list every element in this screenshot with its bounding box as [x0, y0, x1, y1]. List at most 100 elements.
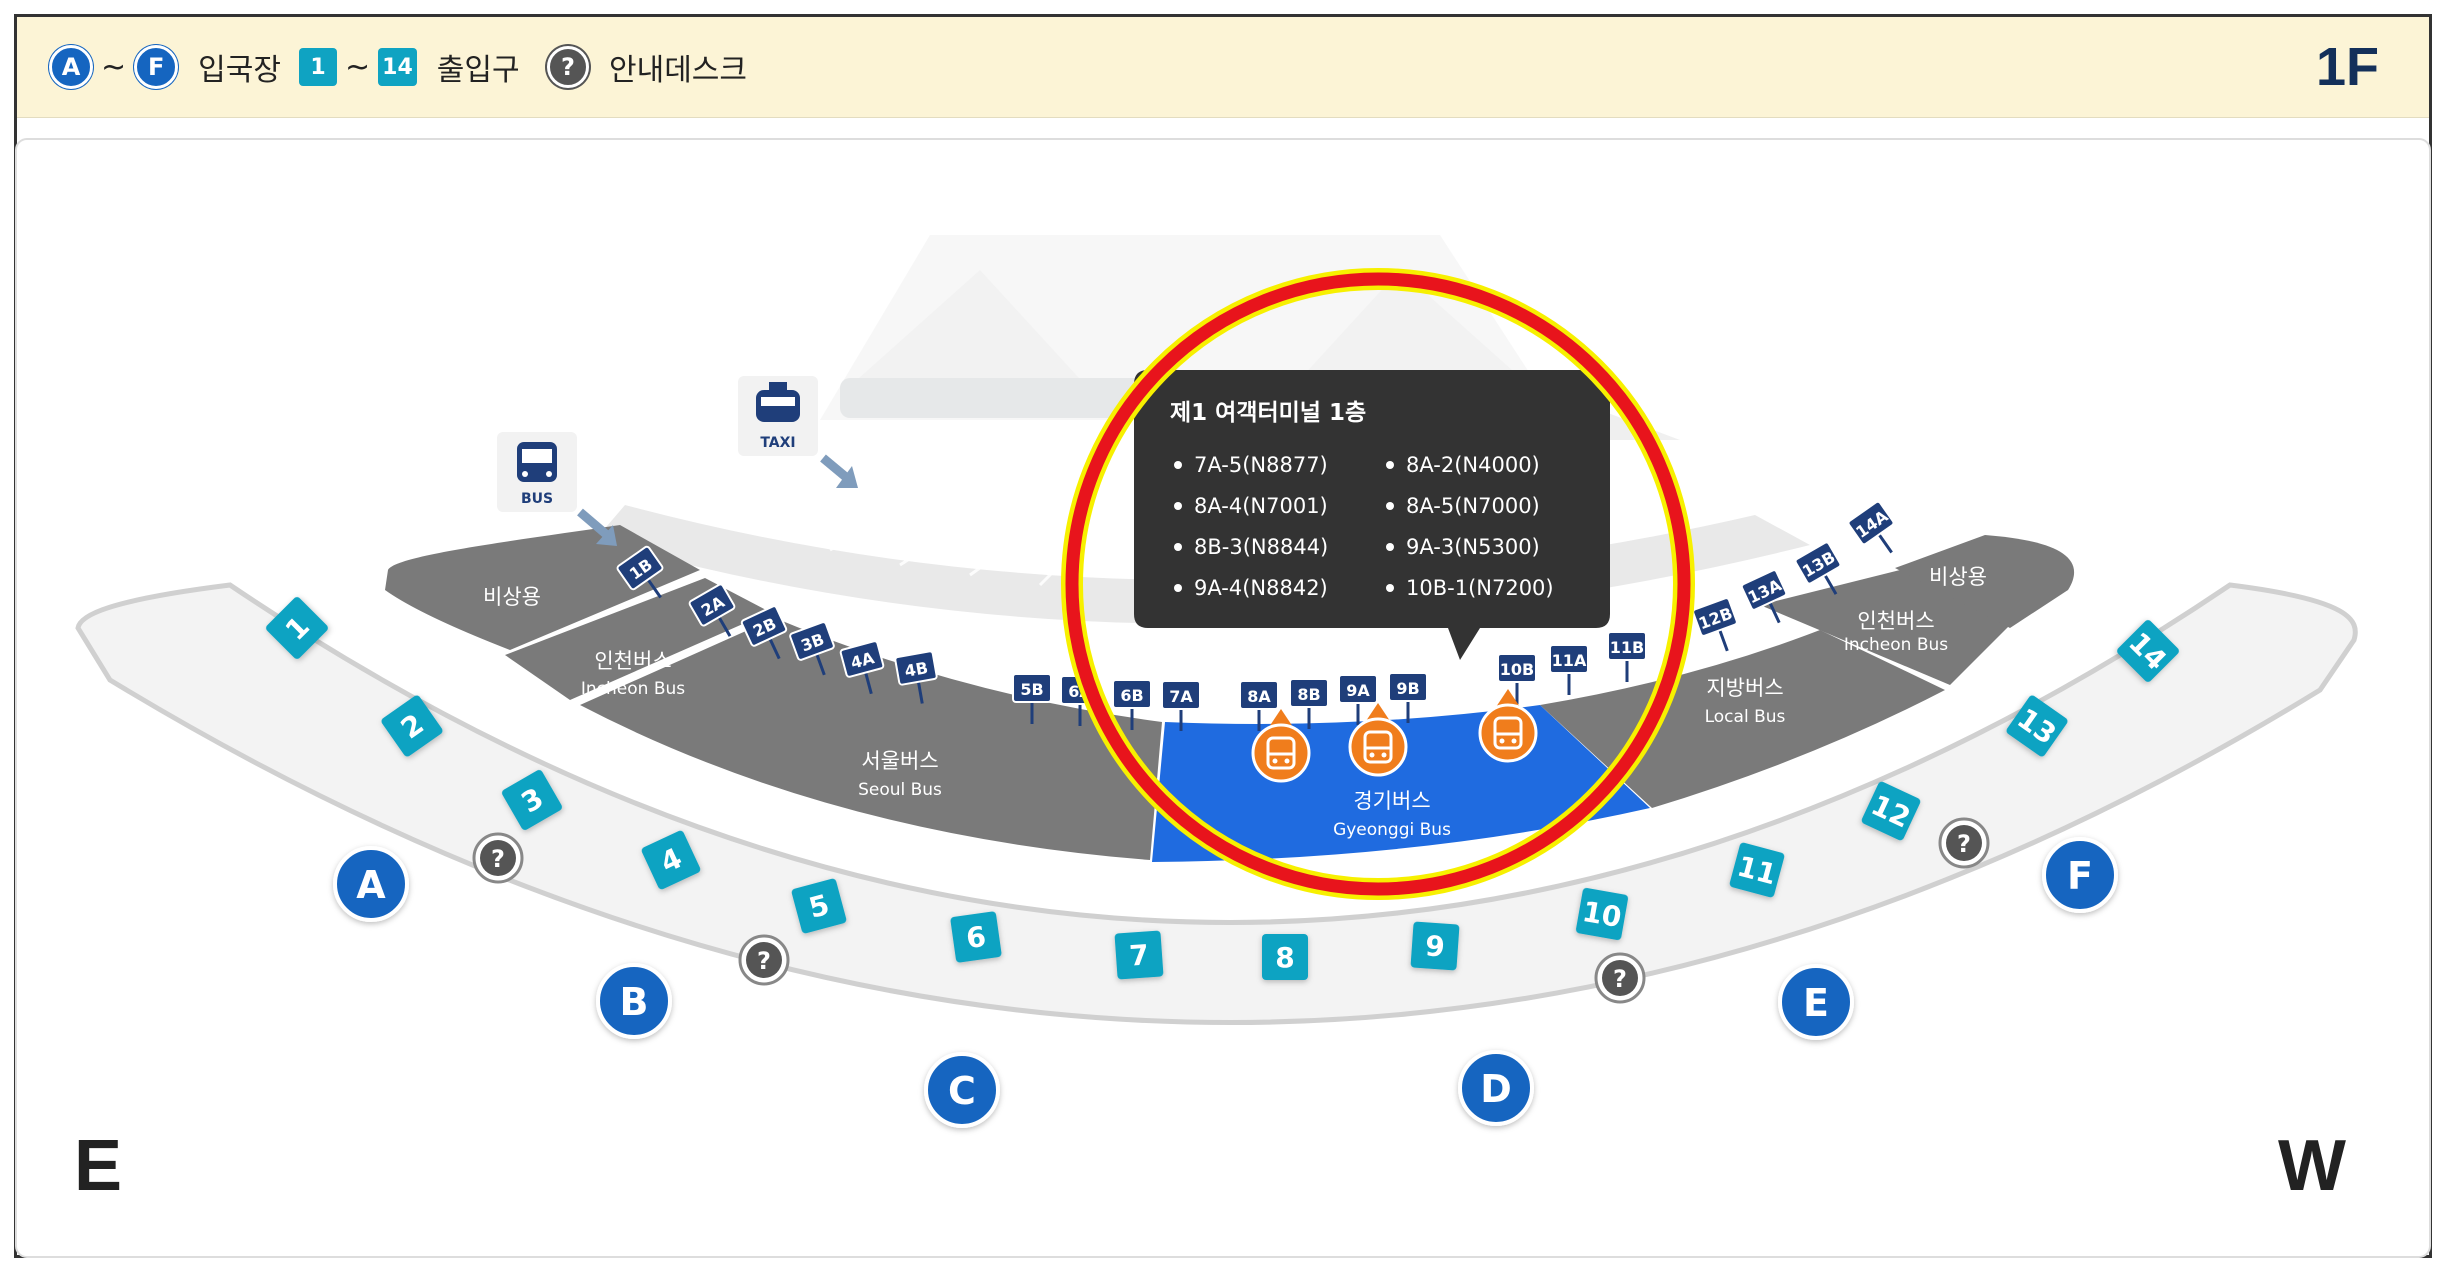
bus-stop-12b[interactable]: 12B	[1692, 597, 1745, 657]
zone-emergency-right	[1895, 535, 2075, 628]
bus-stop-4a[interactable]: 4A	[839, 640, 890, 699]
tooltip-item: 9A-3(N5300)	[1406, 535, 1540, 559]
bus-stop-11b[interactable]: 11B	[1607, 631, 1647, 682]
tooltip-bullet-icon	[1174, 502, 1182, 510]
tooltip-bullet-icon	[1386, 461, 1394, 469]
zone-seoul	[580, 618, 1162, 860]
label-local-en: Local Bus	[1705, 707, 1786, 727]
exits-legend-label: 출입구	[436, 53, 520, 88]
bus-stop-10b[interactable]: 10B	[1497, 653, 1537, 704]
tooltip-bullet-icon	[1174, 461, 1182, 469]
bus-stop-8a[interactable]: 8A	[1239, 680, 1279, 731]
bus-stop-label: 9A	[1346, 681, 1370, 700]
exit-7[interactable]: 7	[1114, 930, 1164, 980]
info-desk-glyph: ?	[1957, 830, 1971, 858]
label-local-ko: 지방버스	[1706, 676, 1783, 700]
arrival-gates: A B C D E F	[333, 837, 2118, 1128]
label-incheon-right-en: Incheon Bus	[1844, 635, 1948, 655]
info-desk-icon[interactable]: ?	[472, 832, 524, 884]
zone-labels: 비상용 인천버스 Incheon Bus 서울버스 Seoul Bus 경기버스…	[483, 565, 1987, 840]
exit-1[interactable]: 1	[264, 595, 329, 660]
bus-stop-9b[interactable]: 9B	[1388, 672, 1428, 723]
info-desk-icon[interactable]: ?	[1938, 817, 1990, 869]
compass-west: W	[2278, 1126, 2346, 1206]
bus-stop-2a[interactable]: 2A	[688, 583, 747, 645]
label-gyeonggi-en: Gyeonggi Bus	[1333, 820, 1451, 840]
tooltip-bullet-icon	[1174, 543, 1182, 551]
tooltip-item: 9A-4(N8842)	[1194, 576, 1328, 600]
info-desk-glyph: ?	[1613, 965, 1627, 993]
gate-d[interactable]: D	[1458, 1050, 1534, 1126]
gate-c[interactable]: C	[924, 1052, 1000, 1128]
bus-stop-2b[interactable]: 2B	[740, 605, 797, 666]
info-desk-legend-icon: ?	[547, 46, 589, 88]
label-emergency-left: 비상용	[483, 585, 541, 609]
tooltip-title: 제1 여객터미널 1층	[1170, 400, 1366, 426]
bus-stand-icon: BUS	[497, 432, 577, 512]
zone-emergency-left	[385, 525, 700, 650]
exit-12[interactable]: 12	[1860, 780, 1921, 841]
bus-stop-8b[interactable]: 8B	[1289, 678, 1329, 729]
exit-11[interactable]: 11	[1729, 842, 1785, 898]
bus-stop-6b[interactable]: 6B	[1112, 679, 1152, 730]
bus-pin-icon[interactable]	[1478, 689, 1538, 763]
exit-14-legend-icon: 14	[378, 48, 417, 86]
bus-icon-label: BUS	[521, 491, 553, 507]
gate-f-legend-icon: F	[134, 45, 179, 89]
bus-stop-label: 5B	[1020, 680, 1043, 699]
exit-9[interactable]: 9	[1410, 921, 1460, 971]
tooltip-bullet-icon	[1386, 584, 1394, 592]
gate-b[interactable]: B	[596, 963, 672, 1039]
gate-a[interactable]: A	[333, 846, 409, 922]
bus-stop-4b[interactable]: 4B	[894, 650, 941, 707]
bus-stop-label: 11A	[1552, 651, 1587, 670]
bus-stop-5b[interactable]: 5B	[1012, 673, 1052, 724]
bus-stop-9a[interactable]: 9A	[1338, 674, 1378, 725]
tooltip-bullet-icon	[1174, 584, 1182, 592]
tooltip-item: 8B-3(N8844)	[1194, 535, 1328, 559]
legend-tilde-2: ~	[345, 49, 371, 85]
tooltip-bullet-icon	[1386, 502, 1394, 510]
gate-a-legend-icon: A	[49, 45, 93, 89]
exit-label: 7	[1128, 938, 1150, 972]
exit-8[interactable]: 8	[1262, 934, 1308, 980]
bus-pin-icon[interactable]	[1348, 703, 1408, 777]
gate-e[interactable]: E	[1778, 964, 1854, 1040]
exit-label: 6	[964, 920, 988, 955]
taxi-stand-icon: TAXI	[738, 376, 818, 456]
exit-5[interactable]: 5	[791, 878, 847, 934]
label-incheon-right-ko: 인천버스	[1857, 609, 1934, 633]
zone-local	[1540, 630, 1945, 808]
bus-stop-label: 11B	[1610, 638, 1644, 657]
bus-stop-14a[interactable]: 14A	[1847, 500, 1907, 564]
exit-2[interactable]: 2	[380, 694, 444, 758]
legend-bar: A ~ F 입국장 1 ~ 14 출입구 ? 안내데스크 1F	[17, 17, 2429, 118]
tooltip-item: 8A-4(N7001)	[1194, 494, 1328, 518]
label-incheon-left-en: Incheon Bus	[581, 679, 685, 699]
exit-10[interactable]: 10	[1575, 887, 1629, 941]
tooltip-item: 8A-2(N4000)	[1406, 453, 1540, 477]
bus-stop-3b[interactable]: 3B	[789, 621, 842, 681]
label-gyeonggi-ko: 경기버스	[1353, 789, 1430, 813]
gate-label: C	[948, 1069, 976, 1113]
info-desk-glyph: ?	[757, 947, 771, 975]
info-desk-icon[interactable]: ?	[1594, 952, 1646, 1004]
exit-3[interactable]: 3	[501, 769, 564, 832]
bus-pin-icon[interactable]	[1251, 709, 1311, 783]
bus-stop-13b[interactable]: 13B	[1794, 541, 1853, 603]
gate-f[interactable]: F	[2042, 837, 2118, 913]
exit-label: 10	[1580, 895, 1624, 934]
gates-legend-label: 입국장	[198, 53, 281, 88]
info-desk-icon[interactable]: ?	[738, 934, 790, 986]
bus-stop-7a[interactable]: 7A	[1161, 680, 1201, 731]
bus-stop-label: 4B	[903, 658, 929, 681]
bus-stop-label: 8B	[1297, 685, 1320, 704]
exit-6[interactable]: 6	[950, 911, 1002, 963]
info-desk-glyph: ?	[491, 845, 505, 873]
exit-4[interactable]: 4	[640, 829, 701, 890]
zone-incheon-right	[1760, 570, 2010, 685]
bus-stop-11a[interactable]: 11A	[1549, 644, 1589, 695]
gate-label: A	[356, 863, 386, 907]
floor-label: 1F	[2315, 37, 2379, 97]
info-desks: ????	[472, 817, 1990, 1004]
